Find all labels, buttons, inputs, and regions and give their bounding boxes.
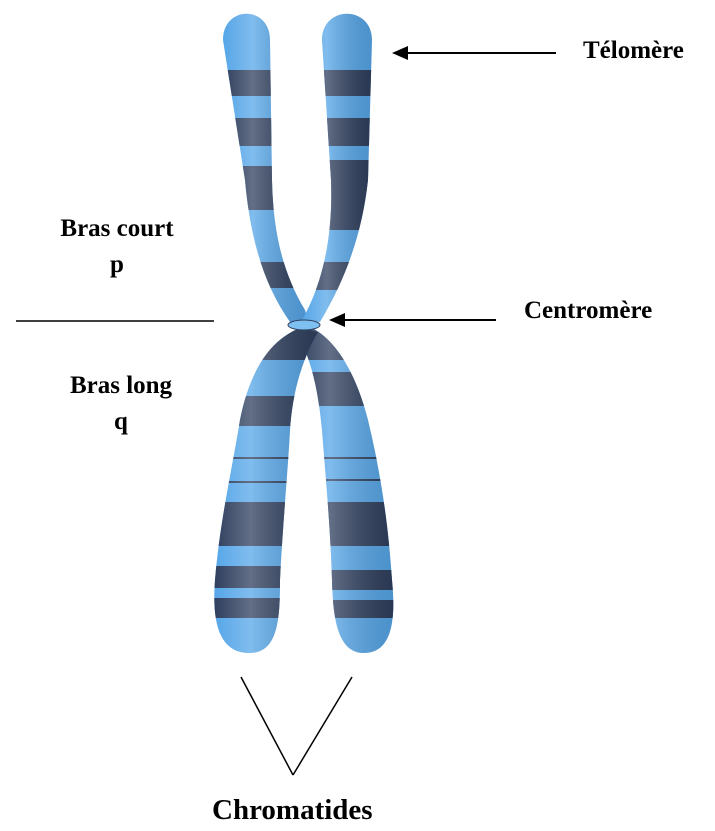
- chromatids-pointer-lines: [241, 677, 352, 775]
- long-arm-symbol: q: [44, 407, 198, 437]
- short-arm-label: Bras court p: [40, 214, 194, 280]
- long-arm-name: Bras long: [44, 371, 198, 401]
- chromatid-right-upper-arm: [290, 14, 410, 322]
- short-arm-name: Bras court: [40, 214, 194, 244]
- centromere-label: Centromère: [524, 296, 652, 326]
- telomere-arrow: [392, 46, 556, 60]
- chromatid-left-upper-arm: [200, 14, 320, 322]
- centromere-arrow: [329, 313, 496, 327]
- centromere-junction: [288, 320, 320, 330]
- telomere-label: Télomère: [583, 36, 684, 66]
- long-arm-label: Bras long q: [44, 371, 198, 437]
- short-arm-symbol: p: [40, 250, 194, 280]
- chromatids-label: Chromatides: [212, 793, 373, 828]
- chromatid-right-lower-arm: [280, 326, 420, 653]
